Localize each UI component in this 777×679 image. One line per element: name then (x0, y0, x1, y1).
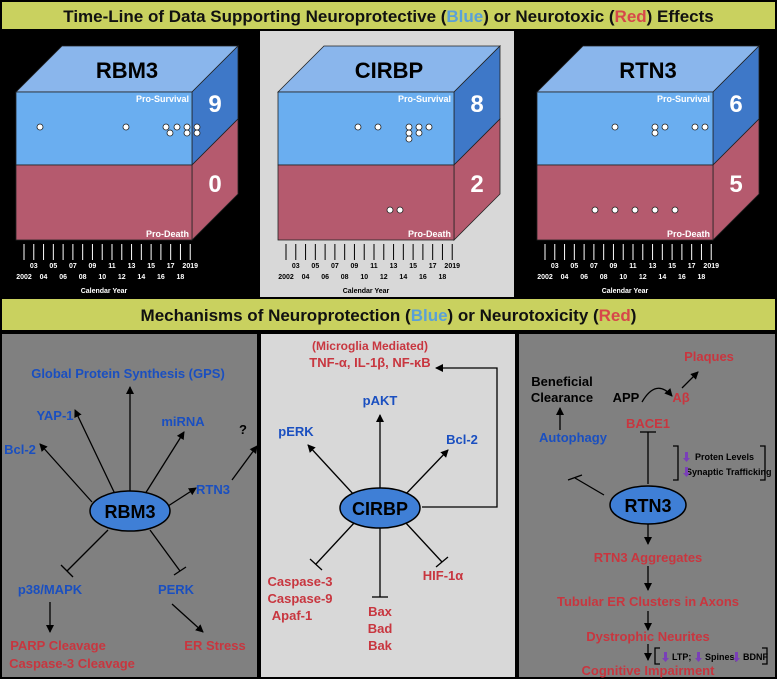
down-arrow-icons (662, 452, 740, 662)
mech-title-3: ) (630, 306, 637, 325)
rtn3-autophagy: Autophagy (539, 430, 608, 445)
mech-title-1: Mechanisms of Neuroprotection ( (140, 306, 411, 325)
rbm3-gps: Global Protein Synthesis (GPS) (31, 366, 225, 381)
cirbp-apaf1: Apaf-1 (272, 608, 312, 623)
rtn3-synaptic: Synaptic Trafficking (686, 467, 772, 477)
rbm3-center-label: RBM3 (104, 502, 155, 522)
cirbp-perk: pERK (278, 424, 314, 439)
cirbp-bad: Bad (368, 621, 393, 636)
rbm3-rtn3: RTN3 (196, 482, 230, 497)
mech-title-red: Red (598, 306, 631, 325)
cirbp-center-label: CIRBP (352, 499, 408, 519)
rtn3-clearance: Clearance (531, 390, 593, 405)
rbm3-node (89, 490, 171, 532)
cirbp-casp3: Caspase-3 (267, 574, 332, 589)
cirbp-tnf: TNF-α, IL-1β, NF-κB (309, 355, 430, 370)
rbm3-p38: p38/MAPK (18, 582, 83, 597)
rbm3-bcl2: Bcl-2 (4, 442, 36, 457)
rbm3-mirna: miRNA (161, 414, 205, 429)
rbm3-er-stress: ER Stress (184, 638, 245, 653)
mech-title-blue: Blue (410, 306, 448, 325)
cirbp-casp9: Caspase-9 (267, 591, 332, 606)
timeline-title-2: ) or Neurotoxic ( (483, 7, 615, 26)
timeline-title-blue: Blue (446, 7, 484, 26)
rtn3-app: APP (613, 390, 640, 405)
timeline-banner: Time-Line of Data Supporting Neuroprotec… (0, 0, 777, 31)
rbm3-yap1: YAP-1 (36, 408, 73, 423)
cirbp-hif: HIF-1α (423, 568, 464, 583)
rtn3-dystrophic: Dystrophic Neurites (586, 629, 710, 644)
rtn3-tubular: Tubular ER Clusters in Axons (557, 594, 739, 609)
rtn3-cognitive: Cognitive Impairment (582, 663, 716, 678)
rtn3-beneficial: Beneficial (531, 374, 592, 389)
cirbp-bcl2: Bcl-2 (446, 432, 478, 447)
cirbp-microglia: (Microglia Mediated) (312, 339, 428, 353)
cirbp-node (339, 487, 421, 529)
timeline-title-red: Red (614, 7, 647, 26)
cirbp-bax: Bax (368, 604, 393, 619)
down-arrow-icon (683, 467, 690, 477)
down-arrow-icon (695, 652, 702, 662)
down-arrow-icon (662, 652, 669, 662)
rtn3-abeta: Aβ (672, 390, 689, 405)
rtn3-aggregates: RTN3 Aggregates (594, 550, 703, 565)
rtn3-bace1: BACE1 (626, 416, 670, 431)
rtn3-protein-levels: Proten Levels (695, 452, 754, 462)
cirbp-bak: Bak (368, 638, 393, 653)
rbm3-casp3: Caspase-3 Cleavage (9, 656, 135, 671)
rbm3-perk: PERK (158, 582, 195, 597)
mech-title-2: ) or Neurotoxicity ( (447, 306, 599, 325)
rtn3-spines: Spines; (705, 652, 738, 662)
rtn3-plaques: Plaques (684, 349, 734, 364)
rtn3-bdnf: BDNF (743, 652, 768, 662)
cirbp-pakt: pAKT (363, 393, 398, 408)
rbm3-question: ? (239, 422, 247, 437)
timeline-title-3: ) Effects (646, 7, 714, 26)
mechanisms-banner: Mechanisms of Neuroprotection (Blue) or … (0, 297, 777, 332)
rtn3-center-label: RTN3 (624, 496, 671, 516)
rtn3-ltp: LTP; (672, 652, 691, 662)
rbm3-parp: PARP Cleavage (10, 638, 106, 653)
down-arrow-icon (683, 452, 690, 462)
rtn3-node (609, 485, 687, 525)
timeline-title-1: Time-Line of Data Supporting Neuroprotec… (63, 7, 447, 26)
down-arrow-icon (733, 652, 740, 662)
